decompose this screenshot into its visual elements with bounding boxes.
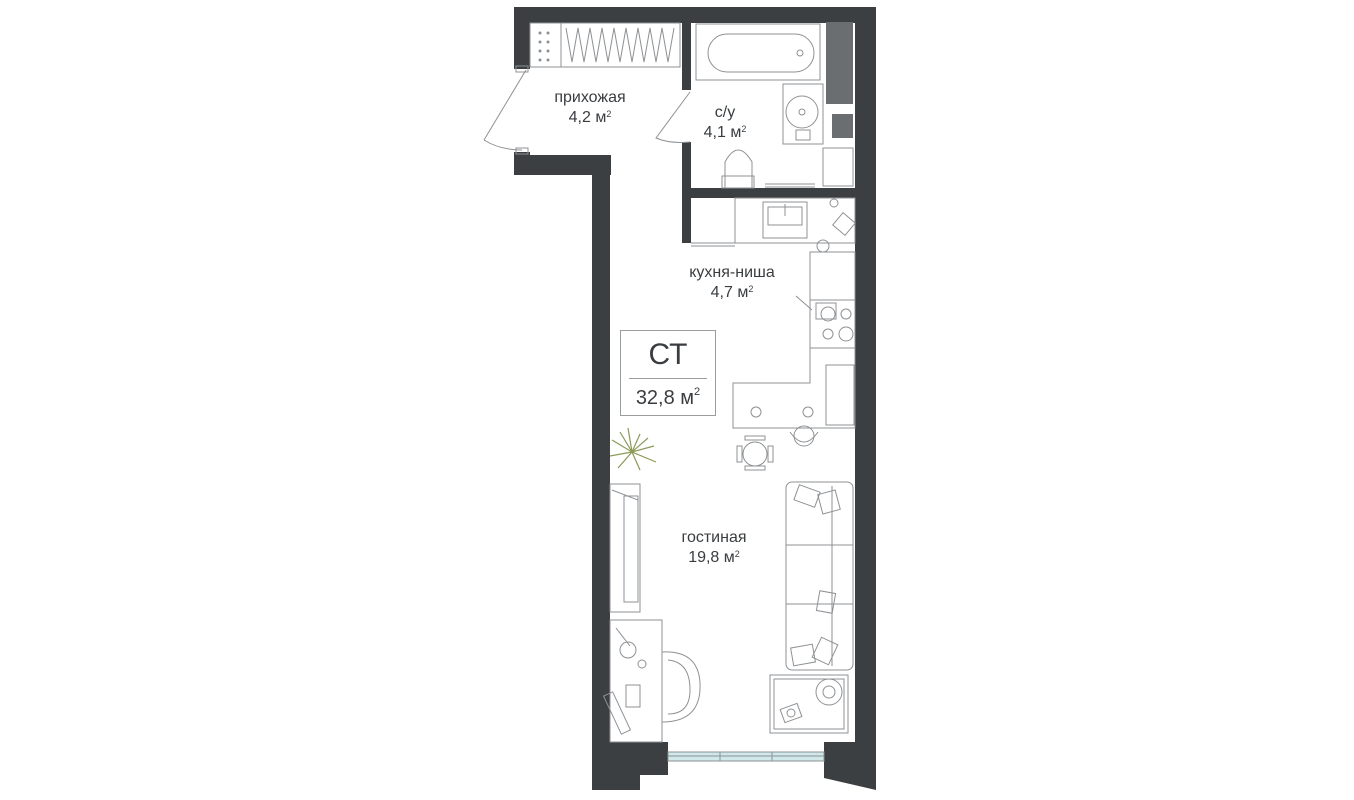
kitchen-counter xyxy=(732,347,856,429)
bathroom-area: 4,1 м2 xyxy=(703,124,747,141)
bottom-right-pier xyxy=(824,742,876,790)
left-wall xyxy=(592,155,610,745)
kitchen-stub-wall xyxy=(682,198,691,243)
right-wall xyxy=(855,7,876,783)
entry-wall-left-top xyxy=(514,7,530,69)
bathroom-bottom-wall xyxy=(682,188,855,198)
living-area: 19,8 м2 xyxy=(688,549,740,566)
walls xyxy=(514,7,876,790)
bathroom-partition-left xyxy=(682,16,691,90)
bathroom-name: с/у xyxy=(714,104,736,121)
wardrobe xyxy=(529,22,681,68)
badge-divider xyxy=(629,378,707,379)
toilet xyxy=(724,149,753,188)
window xyxy=(667,751,825,762)
kitchen-fixtures xyxy=(691,197,856,429)
kitchen-counter-top xyxy=(734,197,856,244)
kitchen-label: кухня-ниша 4,7 м2 xyxy=(672,263,792,303)
hallway-area: 4,2 м2 xyxy=(568,109,612,126)
dishwasher xyxy=(825,364,855,426)
bathroom-label: с/у 4,1 м2 xyxy=(690,103,760,143)
plant xyxy=(609,427,657,471)
unit-type: СТ xyxy=(648,338,688,371)
unit-badge: СТ 32,8 м2 xyxy=(620,330,716,416)
washing-machine xyxy=(822,147,854,187)
corridor-wall xyxy=(514,155,611,175)
desk xyxy=(602,619,701,743)
coffee-table xyxy=(769,674,849,734)
top-wall xyxy=(514,7,876,23)
shaft-2 xyxy=(832,114,853,138)
bathroom-door-swing xyxy=(655,91,691,143)
shaft-1 xyxy=(826,22,853,104)
unit-total-area: 32,8 м2 xyxy=(635,386,701,409)
bottom-left-pier xyxy=(592,742,668,790)
washbasin xyxy=(782,83,824,145)
kitchen-area: 4,7 м2 xyxy=(710,284,754,301)
entry-door xyxy=(483,65,529,155)
fridge xyxy=(809,251,856,301)
living-name: гостиная xyxy=(681,529,747,546)
hallway-label: прихожая 4,2 м2 xyxy=(540,88,640,128)
sofa xyxy=(785,481,854,671)
hallway-name: прихожая xyxy=(554,89,626,106)
kitchen-name: кухня-ниша xyxy=(689,264,775,281)
bathroom-fixtures xyxy=(655,23,854,189)
shoe-rack-dots xyxy=(538,31,550,62)
tv-unit xyxy=(609,483,641,613)
kitchen-sink xyxy=(762,201,808,239)
bathroom-partition-lower xyxy=(682,142,691,190)
bathtub xyxy=(695,23,821,81)
dining-chairs xyxy=(736,425,819,471)
living-label: гостиная 19,8 м2 xyxy=(664,528,764,568)
